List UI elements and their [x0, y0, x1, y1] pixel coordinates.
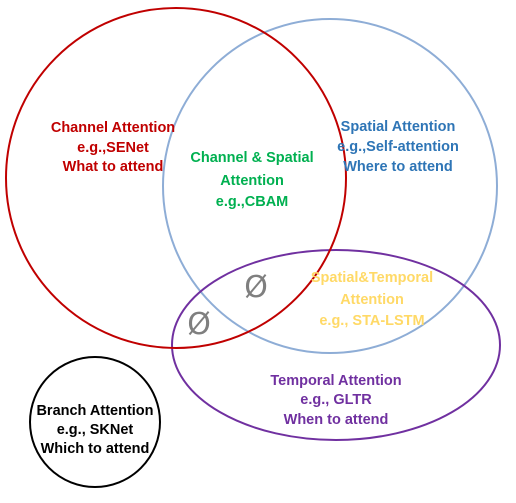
- channel-spatial-subtitle: Attention: [220, 173, 284, 189]
- spatial-attention-circle: [162, 18, 498, 354]
- temporal-attention-label: Temporal Attention e.g., GLTR When to at…: [270, 373, 401, 428]
- channel-attention-question: What to attend: [63, 159, 164, 175]
- spatial-temporal-title: Spatial&Temporal: [311, 270, 433, 286]
- channel-spatial-example: e.g.,CBAM: [216, 194, 289, 210]
- branch-attention-title: Branch Attention: [36, 403, 153, 419]
- temporal-attention-question: When to attend: [284, 412, 389, 428]
- temporal-attention-example: e.g., GLTR: [300, 392, 372, 408]
- temporal-attention-title: Temporal Attention: [270, 373, 401, 389]
- branch-attention-example: e.g., SKNet: [57, 422, 134, 438]
- channel-spatial-title: Channel & Spatial: [190, 150, 313, 166]
- branch-attention-circle: [29, 356, 161, 488]
- spatial-attention-label: Spatial Attention e.g.,Self-attention Wh…: [337, 119, 459, 175]
- spatial-temporal-label: Spatial&Temporal Attention e.g., STA-LST…: [311, 270, 433, 329]
- spatial-attention-question: Where to attend: [343, 159, 453, 175]
- channel-attention-label: Channel Attention e.g.,SENet What to att…: [51, 120, 175, 175]
- channel-attention-circle: [5, 7, 347, 349]
- branch-attention-label: Branch Attention e.g., SKNet Which to at…: [36, 403, 153, 457]
- spatial-attention-example: e.g.,Self-attention: [337, 139, 459, 155]
- spatial-temporal-subtitle: Attention: [340, 292, 404, 308]
- spatial-temporal-example: e.g., STA-LSTM: [319, 313, 424, 329]
- spatial-attention-title: Spatial Attention: [341, 119, 456, 135]
- channel-attention-title: Channel Attention: [51, 120, 175, 136]
- channel-spatial-label: Channel & Spatial Attention e.g.,CBAM: [190, 150, 313, 210]
- empty-set-channel-temporal-symbol: Ø: [244, 270, 268, 305]
- branch-attention-question: Which to attend: [41, 441, 150, 457]
- empty-set-triple-overlap-symbol: Ø: [187, 307, 211, 342]
- temporal-attention-ellipse: [171, 249, 501, 441]
- channel-attention-example: e.g.,SENet: [77, 140, 149, 156]
